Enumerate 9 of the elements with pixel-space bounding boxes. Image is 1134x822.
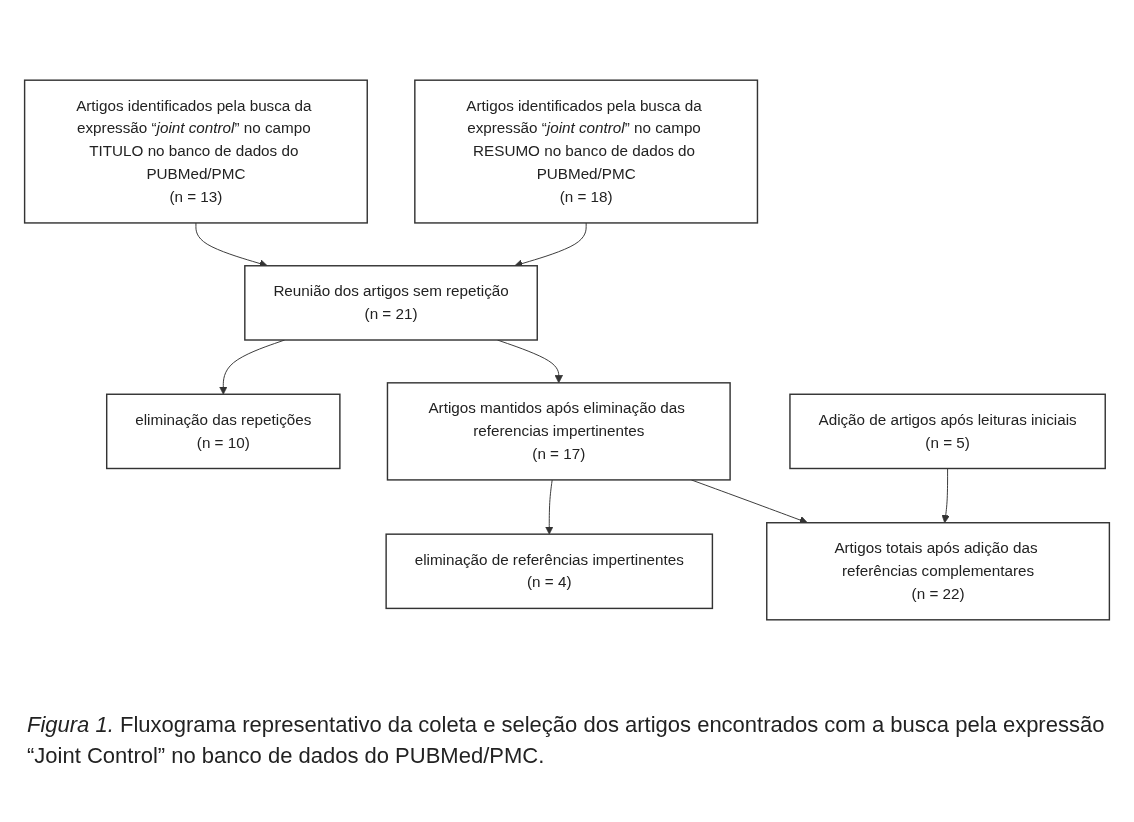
node-box: Artigos totais após adição das referências complementares (n = 22) bbox=[766, 522, 1111, 621]
node-box: Artigos mantidos após eliminação das referencias impertinentes (n = 17) bbox=[386, 382, 731, 481]
node-box: Artigos identificados pela busca da expressão “joint control” no campo TITULO no banco de dados do PUBMed/PMC (n = 13) bbox=[23, 79, 368, 224]
node-box: Adição de artigos após leituras iniciais (n = 5) bbox=[789, 393, 1106, 470]
figure-caption: Figura 1. Fluxograma representativo da coleta e seleção dos artigos encontrados com a busca pela expressão “Joint Control” no banco de dados do PUBMed/PMC. bbox=[27, 711, 1106, 770]
node-box: eliminação das repetições (n = 10) bbox=[106, 393, 341, 470]
node-box: Reunião dos artigos sem repetição (n = 21) bbox=[244, 265, 538, 341]
node-box: eliminação de referências impertinentes (n = 4) bbox=[385, 533, 714, 610]
node-box: Artigos identificados pela busca da expressão “joint control” no campo RESUMO no banco de dados do PUBMed/PMC (n = 18) bbox=[414, 79, 759, 224]
